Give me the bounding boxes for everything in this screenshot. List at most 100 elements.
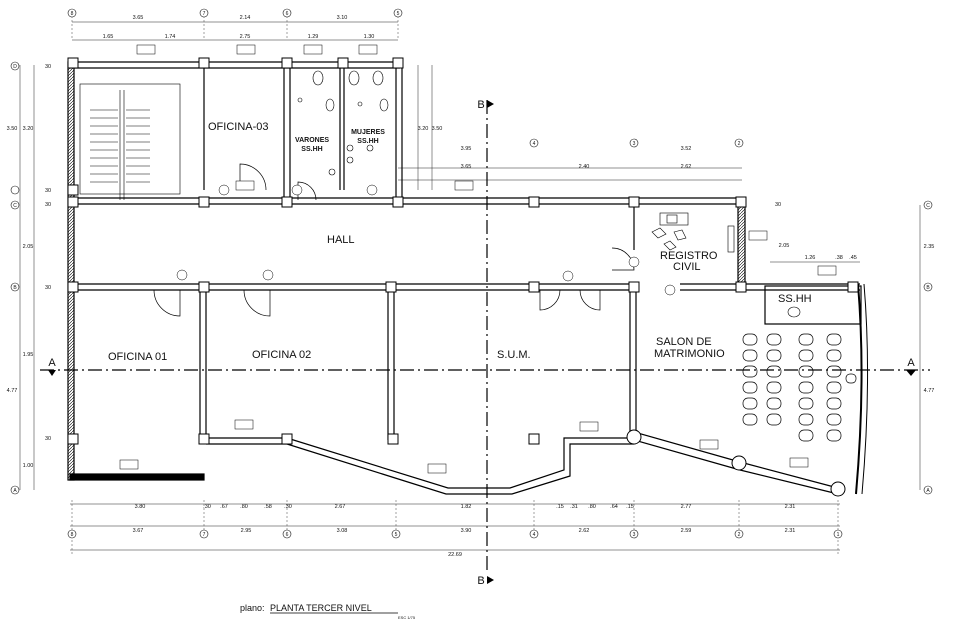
- dimension-value: 3.65: [461, 164, 472, 170]
- dimension-value: 2.77: [681, 504, 692, 510]
- sanitary-fixtures: [297, 70, 801, 318]
- axis-label: 3: [633, 532, 636, 538]
- dimension-value: 3.67: [133, 528, 144, 534]
- axis-label: 8: [71, 11, 74, 17]
- section-mark: A: [48, 357, 56, 369]
- dimension-value: 3.08: [337, 528, 348, 534]
- dimension-value: .15: [556, 504, 564, 510]
- dimension-value: 2.05: [23, 244, 34, 250]
- dimension-value: 3.80: [135, 504, 146, 510]
- axis-label: A: [926, 488, 930, 494]
- dimension-value: 3.20: [418, 126, 429, 132]
- section-mark: B: [477, 575, 484, 587]
- axis-label: A: [13, 488, 17, 494]
- dimension-value: .80: [240, 504, 248, 510]
- axis-markers: [10, 8, 933, 539]
- dimension-value: 2.31: [785, 504, 796, 510]
- room-label-sshh: SS.HH: [778, 293, 812, 305]
- dimension-value: .15: [626, 504, 634, 510]
- dimension-value: 30: [45, 436, 51, 442]
- dimension-value: 4.77: [924, 388, 935, 394]
- dimension-value: 1.74: [165, 34, 176, 40]
- room-label-varones-sshh: SS.HH: [301, 146, 322, 153]
- room-label-mujeres: MUJERES: [351, 129, 385, 136]
- section-arrows: [48, 100, 916, 584]
- axis-label: 2: [738, 532, 741, 538]
- dimension-value: 3.95: [461, 146, 472, 152]
- dimension-value: 3.50: [7, 126, 18, 132]
- dimension-value: .31: [570, 504, 578, 510]
- columns: [67, 57, 859, 497]
- axis-label: 5: [395, 532, 398, 538]
- room-label-registro: REGISTRO: [660, 250, 718, 262]
- section-mark: A: [907, 357, 915, 369]
- title-block: plano: PLANTA TERCER NIVEL ESC 1/75: [240, 603, 416, 620]
- dimension-value: 2.35: [924, 244, 935, 250]
- dimension-value: 3.20: [23, 126, 34, 132]
- dimension-value: 30: [45, 285, 51, 291]
- axis-label: B: [926, 285, 930, 291]
- section-mark: B: [477, 99, 484, 111]
- dimension-value: 2.31: [785, 528, 796, 534]
- dimension-value: 22.69: [448, 552, 462, 558]
- room-label-sum: S.U.M.: [497, 349, 531, 361]
- dimension-value: 1.29: [308, 34, 319, 40]
- axis-label: 6: [286, 532, 289, 538]
- axis-label: B: [13, 285, 17, 291]
- dimension-value: 2.67: [335, 504, 346, 510]
- dimension-value: 30: [45, 188, 51, 194]
- room-label-matrimonio: MATRIMONIO: [654, 348, 725, 360]
- axis-label: 4: [533, 532, 536, 538]
- dimension-value: 1.65: [103, 34, 114, 40]
- room-label-oficina-03: OFICINA-03: [208, 121, 269, 133]
- axis-label: 1: [837, 532, 840, 538]
- dimension-value: 2.95: [241, 528, 252, 534]
- dimension-value: 1.82: [461, 504, 472, 510]
- dimension-value: .67: [220, 504, 228, 510]
- ceremony-chairs: [742, 333, 857, 442]
- dimension-value: 3.50: [432, 126, 443, 132]
- dimension-value: 2.62: [681, 164, 692, 170]
- axis-labels: 8 7 6 5 4 3 2 8 7 6 5 4 3 2 1 D C B A C …: [13, 11, 930, 538]
- window-symbols: [119, 44, 837, 474]
- room-label-mujeres-sshh: SS.HH: [357, 138, 378, 145]
- room-label-civil: CIVIL: [673, 261, 701, 273]
- dimension-value: .58: [264, 504, 272, 510]
- dimension-value: 2.59: [681, 528, 692, 534]
- plan-scale: ESC 1/75: [398, 615, 416, 620]
- room-label-oficina-01: OFICINA 01: [108, 351, 167, 363]
- dimension-value: 4.77: [7, 388, 18, 394]
- room-labels: OFICINA-03 VARONES SS.HH MUJERES SS.HH H…: [108, 121, 812, 363]
- dimension-value: .64: [610, 504, 618, 510]
- dimension-value: 1.26: [805, 255, 816, 261]
- dimension-value: 1.30: [364, 34, 375, 40]
- dimension-value: 2.62: [579, 528, 590, 534]
- dimension-value: 2.40: [579, 164, 590, 170]
- dimension-value: 3.90: [461, 528, 472, 534]
- office-furniture: [651, 212, 735, 253]
- room-label-varones: VARONES: [295, 137, 329, 144]
- axis-label: 2: [738, 141, 741, 147]
- room-label-oficina-02: OFICINA 02: [252, 349, 311, 361]
- room-label-hall: HALL: [327, 234, 355, 246]
- doors: [153, 163, 635, 317]
- dimension-value: 30: [45, 202, 51, 208]
- axis-label: D: [13, 64, 17, 70]
- dimension-value: .45: [849, 255, 857, 261]
- axis-label: 7: [203, 532, 206, 538]
- plan-title: PLANTA TERCER NIVEL: [270, 603, 372, 613]
- dimension-value: 1.00: [23, 463, 34, 469]
- dimension-value: .38: [835, 255, 843, 261]
- axis-label: C: [13, 203, 17, 209]
- section-cut-lines: [40, 100, 930, 570]
- axis-label: 7: [203, 11, 206, 17]
- dimension-value: 2.14: [240, 15, 251, 21]
- dimension-value: .80: [588, 504, 596, 510]
- axis-label: 3: [633, 141, 636, 147]
- dimension-value: 2.05: [779, 243, 790, 249]
- dimension-value: 2.75: [240, 34, 251, 40]
- dimension-value: .30: [203, 504, 211, 510]
- dimension-value: 30: [45, 64, 51, 70]
- dimension-value: 3.10: [337, 15, 348, 21]
